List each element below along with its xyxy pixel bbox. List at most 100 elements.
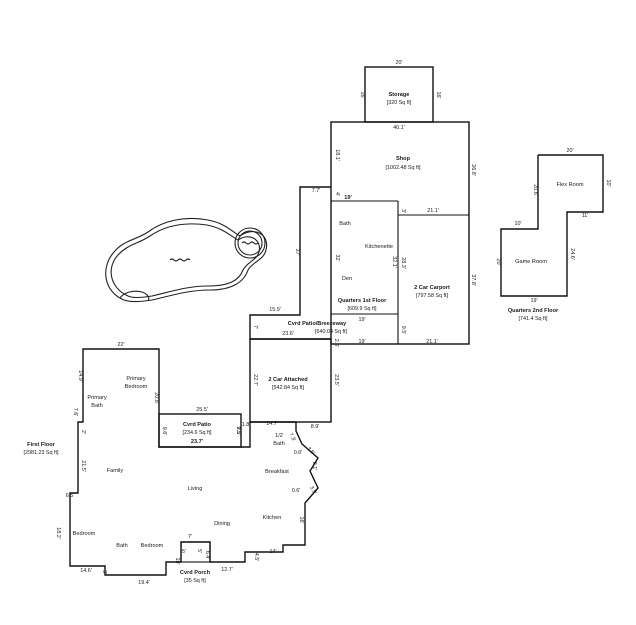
storage-area: [320 Sq ft]: [387, 100, 412, 106]
porch-dim-w: 5': [182, 549, 186, 555]
first-floor-outline: [69, 348, 319, 576]
ff-dim-k5: 0.6': [292, 488, 301, 494]
patio-label: Cvrd Patio: [183, 422, 212, 428]
shop-outline: [330, 121, 470, 345]
porch-outline: [180, 541, 211, 563]
breezeway-dim-right-small: 2.5': [333, 339, 339, 348]
ff-dim-k3: 16': [298, 516, 304, 523]
flex-room-label: Flex Room: [556, 182, 583, 188]
primary-bath-label-1: Primary: [87, 395, 106, 401]
spa-outer: [234, 227, 266, 259]
dining-label: Dining: [214, 521, 230, 527]
quarters-dim-inner-vert: 28.3': [400, 257, 406, 269]
quarters2-area: [741.4 Sq ft]: [518, 316, 548, 322]
ff-dim-left: 21.5': [80, 460, 86, 472]
carport-area: [797.58 Sq ft]: [416, 293, 449, 299]
quarters-bath-label: Bath: [339, 221, 351, 227]
ff-dim-porch-h: 10': [174, 557, 180, 564]
half-bath-label-1: 1/2: [275, 433, 283, 439]
shop-dim-inner-top: 19': [344, 195, 352, 201]
primary-bedroom-label-1: Primary: [126, 376, 145, 382]
ff-dim-bot3: 19.4': [138, 580, 150, 586]
carport-dim-small: 9.5': [400, 326, 406, 335]
shop-dim-lower-left: 4': [334, 192, 340, 196]
breezeway-dim-left-upper: 37': [294, 248, 300, 255]
quarters-dim-inner-right: 32.1': [391, 256, 397, 268]
ff-dim-pb-left: 14.9': [77, 370, 83, 382]
bedroom1-label: Bedroom: [73, 531, 96, 537]
patio-area: [234.6 Sq ft]: [182, 430, 212, 436]
pool: [105, 217, 268, 303]
shop-dim-left: 18.1': [334, 149, 340, 161]
q2-dim-step-left: 10': [514, 221, 521, 227]
pool-steps: [119, 290, 150, 302]
q2-dim-bottom: 19': [530, 298, 537, 304]
ff-dim-top: 22': [117, 342, 124, 348]
ff-dim-k4: 3.9': [308, 485, 317, 495]
q2-dim-flex-right: 10': [605, 179, 611, 186]
quarters1-label: Quarters 1st Floor: [338, 298, 387, 304]
patio-dim-left: 9.6': [161, 427, 167, 436]
quarters2-outline: [500, 154, 604, 297]
shop-dim-right: 26.8': [470, 164, 476, 176]
q2-dim-flex-left: 20.6': [532, 184, 538, 196]
breezeway-area: [640.04 Sq ft]: [315, 329, 348, 335]
quarters1-area: [609.9 Sq ft]: [347, 306, 377, 312]
ff-dim-k9: 7.3': [287, 432, 296, 442]
porch-label: Cvrd Porch: [180, 570, 211, 576]
porch-area: [35 Sq ft]: [184, 578, 206, 584]
spa-inner: [237, 230, 263, 256]
garage-dim-left: 22.7': [252, 374, 258, 386]
storage-dim-right: 16': [435, 91, 441, 98]
quarters-dim-bottom: 19': [358, 317, 365, 323]
bath-label: Bath: [116, 543, 128, 549]
living-label: Living: [188, 486, 203, 492]
breezeway-dim-inner: 23.6': [282, 331, 294, 337]
ff-dim-step2: 2': [80, 430, 86, 434]
primary-bedroom-label-2: Bedroom: [125, 384, 148, 390]
carport-dim-bottom-left: 19': [358, 339, 365, 345]
quarters-kitchenette-label: Kitchenette: [365, 244, 393, 250]
quarters-den-label: Den: [342, 276, 352, 282]
shop-dim-inner-right: 21.1': [427, 208, 439, 214]
ff-dim-k2: 14': [269, 549, 276, 555]
family-label: Family: [107, 468, 124, 474]
q2-dim-top: 20': [566, 148, 573, 154]
breezeway-label: Cvrd Patio/Breezeway: [288, 321, 347, 327]
patio-dim-right: 9.5': [235, 426, 241, 436]
ff-dim-step3: 6.5': [66, 493, 75, 499]
first-floor-area: [2981.23 Sq ft]: [23, 450, 59, 456]
ff-dim-k8: 0.6': [294, 450, 303, 456]
porch-dim-h2: 6.4': [204, 551, 210, 560]
ff-dim-step1: 7.6': [72, 408, 78, 417]
garage-dim-bottom-left: 14.7': [266, 421, 278, 427]
shop-dim-top: 40.1': [393, 125, 405, 131]
garage-dim-right: 23.5': [333, 374, 339, 386]
storage-dim-left: 16': [359, 91, 365, 98]
quarters-dim-left: 32': [334, 254, 340, 261]
ff-dim-k1: 4.5': [253, 553, 259, 562]
storage-dim-top: 20': [395, 60, 402, 66]
ff-dim-bot1: 14.6': [80, 568, 92, 574]
patio-dim-top: 25.5': [196, 407, 208, 413]
ff-dim-porch-r: 12.7': [221, 567, 233, 573]
patio-dim-bottom: 23.7': [191, 439, 204, 445]
storage-label: Storage: [389, 92, 410, 98]
garage-area: [542.84 Sq ft]: [272, 385, 305, 391]
breezeway-dim-top: 15.9': [269, 307, 281, 313]
half-bath-label-2: Bath: [273, 441, 285, 447]
ff-dim-k7: 3.6': [306, 446, 316, 456]
ff-dim-porch-w: 7': [188, 534, 192, 540]
spa-water-mark: [241, 241, 259, 245]
ff-dim-bot2: 3': [101, 570, 107, 574]
breezeway-dim-left-small: 7': [252, 325, 258, 329]
q2-dim-step-right: 11': [582, 213, 589, 219]
patio-dim-small: 1.8': [242, 422, 251, 428]
ff-dim-k6: 8.1': [311, 462, 317, 471]
bedroom2-label: Bedroom: [141, 543, 164, 549]
breezeway-dim-notch: 7.7': [312, 188, 321, 194]
carport-dim-bottom-right: 21.1': [426, 339, 438, 345]
first-floor-label: First Floor: [27, 442, 55, 448]
breezeway-outline: [249, 186, 331, 340]
